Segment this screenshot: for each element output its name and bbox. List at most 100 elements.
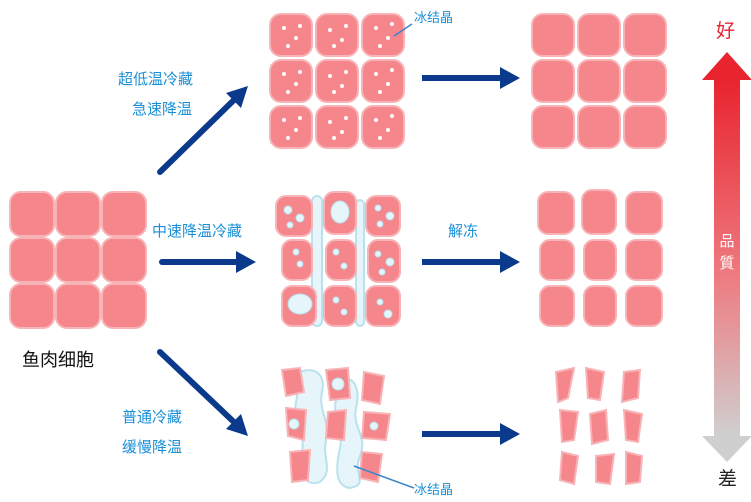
cell <box>623 59 667 103</box>
cell <box>101 283 147 329</box>
frozen-cells-rapid <box>269 13 405 149</box>
cell <box>275 195 313 237</box>
rapid-cooling-label: 急速降温 <box>132 100 193 118</box>
original-cells <box>9 191 147 329</box>
quality-arrow-down-head <box>702 436 751 462</box>
arrowhead <box>500 67 520 89</box>
crystal <box>332 44 336 48</box>
crystal <box>287 293 313 315</box>
crystal <box>283 205 293 215</box>
quality-scale <box>702 52 751 462</box>
crystal <box>344 116 348 120</box>
crystal <box>340 38 344 42</box>
ultra-low-temp-label: 超低温冷藏 <box>118 70 194 88</box>
quality-good-label: 好 <box>716 20 736 42</box>
ice-strip <box>355 199 365 327</box>
crystal <box>332 90 336 94</box>
crystal <box>328 28 332 32</box>
crystal <box>340 84 344 88</box>
damaged-cell <box>620 368 642 404</box>
crystal <box>295 213 305 223</box>
small-ice-crystals <box>282 22 394 140</box>
damaged-cell <box>595 452 616 486</box>
crystal <box>296 260 304 268</box>
crystal <box>286 90 290 94</box>
crystal <box>292 248 300 256</box>
cell <box>323 285 357 327</box>
crystal <box>282 118 286 122</box>
damaged-cell <box>358 450 384 484</box>
crystal <box>374 250 382 258</box>
arrows-process <box>157 86 256 436</box>
ice-crystal-label-top: 冰结晶 <box>414 11 454 26</box>
cell <box>361 13 405 57</box>
cell <box>9 283 55 329</box>
damaged-cell <box>280 366 306 398</box>
crystal <box>282 72 286 76</box>
crystal <box>298 24 302 28</box>
cell <box>539 239 575 281</box>
crystal <box>340 308 348 316</box>
cell <box>55 237 101 283</box>
normal-refrigeration-label: 普通冷藏 <box>122 408 183 426</box>
cell <box>55 191 101 237</box>
arrowhead <box>226 414 248 436</box>
thaw-label: 解冻 <box>448 222 479 240</box>
arrow-up-right <box>157 95 239 175</box>
crystal <box>385 257 395 267</box>
thawed-cells-top <box>531 13 667 149</box>
cell <box>531 13 575 57</box>
crystal <box>286 221 294 229</box>
crystal <box>340 130 344 134</box>
crystal <box>390 22 394 26</box>
damaged-cell <box>554 366 576 404</box>
cell <box>315 59 359 103</box>
medium-speed-label: 中速降温冷藏 <box>152 222 243 240</box>
cell <box>581 189 617 235</box>
thawed-cells-middle <box>537 189 663 327</box>
crystal <box>328 74 332 78</box>
crystal <box>374 118 378 122</box>
crystal <box>378 268 386 276</box>
crystal <box>286 136 290 140</box>
ice-crystal-pointer-bottom <box>353 465 415 489</box>
ice-crystal-pointer-top <box>393 23 413 37</box>
cell <box>361 105 405 149</box>
cell <box>101 237 147 283</box>
crystal <box>378 90 382 94</box>
damaged-cell <box>324 408 348 442</box>
arrowhead <box>500 423 520 445</box>
crystal <box>332 136 336 140</box>
cell <box>537 191 575 235</box>
cell <box>9 191 55 237</box>
cell <box>539 285 575 327</box>
cell <box>365 285 401 327</box>
fish-cells-label: 鱼肉细胞 <box>22 350 94 371</box>
cell <box>269 13 313 57</box>
damaged-cell <box>625 450 644 486</box>
cell <box>55 283 101 329</box>
cell <box>269 59 313 103</box>
slow-cooling-label: 缓慢降温 <box>122 438 183 456</box>
cell <box>623 13 667 57</box>
damaged-cell <box>558 450 580 486</box>
crystal <box>374 204 382 212</box>
large-ice-crystals <box>288 377 379 431</box>
crystal <box>386 82 390 86</box>
cell <box>531 59 575 103</box>
crystal <box>378 44 382 48</box>
cell <box>577 13 621 57</box>
cell <box>361 59 405 103</box>
arrowhead <box>226 86 248 108</box>
crystal <box>294 128 298 132</box>
crystal <box>344 70 348 74</box>
arrowhead <box>236 251 256 273</box>
crystal <box>390 114 394 118</box>
cell <box>623 105 667 149</box>
arrowhead <box>500 251 520 273</box>
medium-ice-crystals <box>283 200 395 319</box>
crystal <box>330 200 350 224</box>
cell <box>577 105 621 149</box>
cell <box>325 239 357 281</box>
cell <box>531 105 575 149</box>
